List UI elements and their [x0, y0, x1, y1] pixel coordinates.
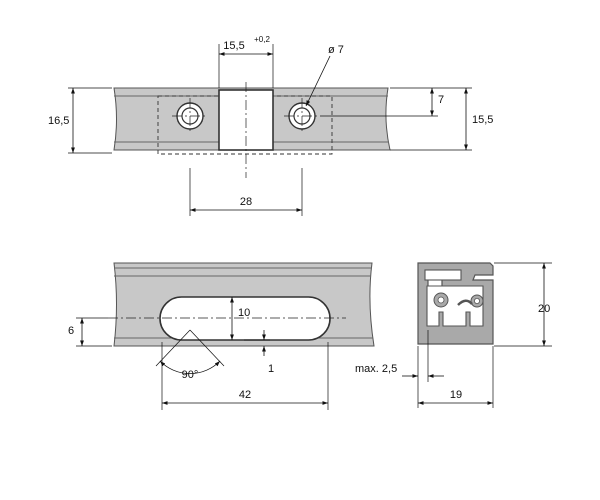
angle-label: 90° — [182, 369, 199, 381]
height-right-label: 15,5 — [472, 114, 493, 126]
angle-arc — [159, 360, 221, 374]
hole-spacing-label: 28 — [240, 196, 252, 208]
slot-width-label: 15,5 — [223, 40, 244, 52]
hole-right — [284, 98, 320, 134]
hole-diameter-leader — [305, 55, 331, 107]
profile-section: 20 max. 2,5 19 — [355, 262, 552, 408]
slot-tolerance-label: +0,2 — [254, 35, 270, 44]
side-view: 10 1 6 90° 42 — [68, 262, 375, 410]
slot-height-label: 10 — [238, 307, 250, 319]
hole-left — [172, 98, 208, 134]
top-view: 15,5 +0,2 ø 7 16,5 7 15,5 28 — [48, 35, 493, 216]
hole-diameter-label: ø 7 — [328, 44, 344, 56]
slot-length-label: 42 — [239, 389, 251, 401]
slot-depth-label: 1 — [268, 363, 274, 375]
height-left-label: 16,5 — [48, 115, 69, 127]
wall-label: max. 2,5 — [355, 363, 397, 375]
slot-offset-label: 6 — [68, 325, 74, 337]
hole-offset-label: 7 — [438, 94, 444, 106]
profile-width-label: 19 — [450, 389, 462, 401]
profile-height-label: 20 — [538, 303, 550, 315]
